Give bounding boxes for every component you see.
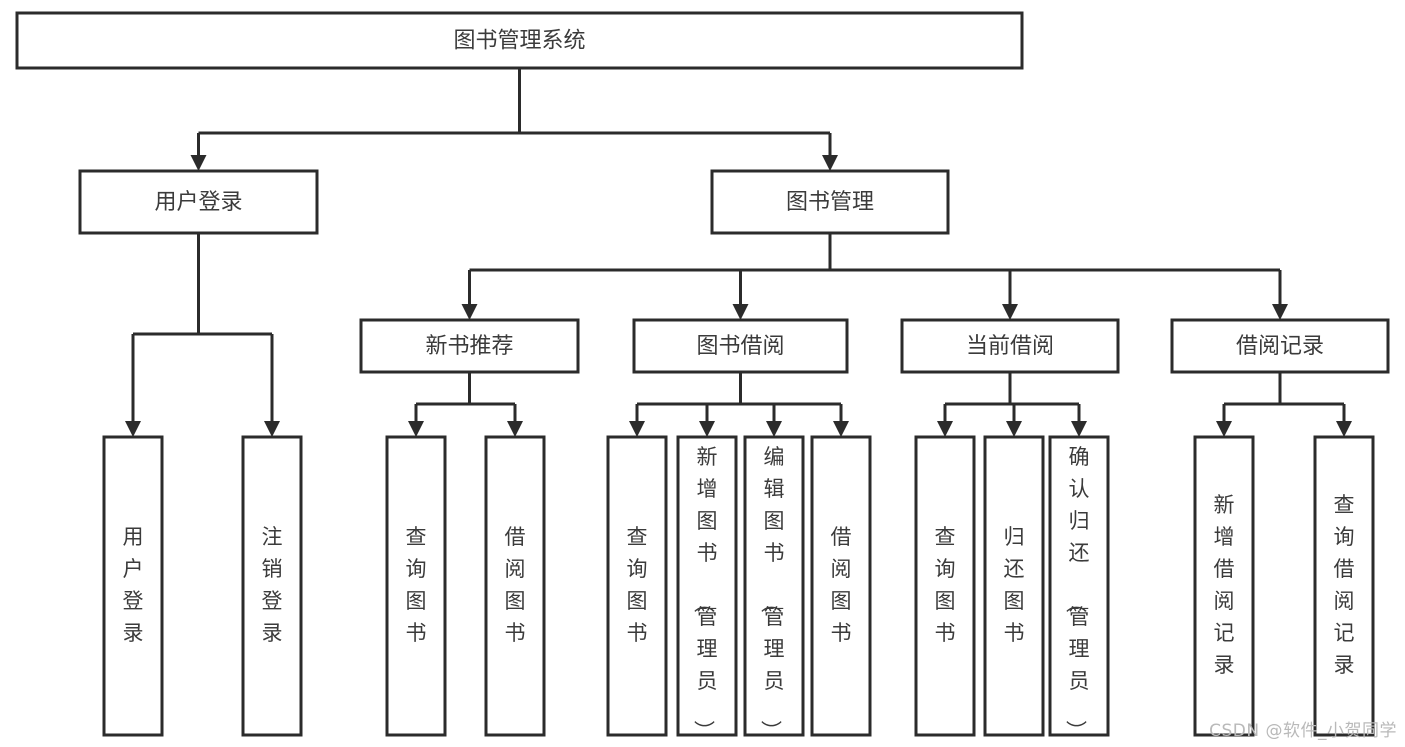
edge-group-book-manage [461, 233, 1288, 320]
node-label-leaf-cb-confirm: 确认归还（管理员） [1064, 445, 1090, 741]
edge-group-new-book-rec [408, 372, 523, 437]
node-user-login[interactable]: 用户登录 [78, 169, 319, 235]
node-label-leaf-bb-add: 新增图书（管理员） [692, 445, 718, 741]
arrow-head-icon [937, 421, 953, 437]
node-label-borrow-record: 借阅记录 [1236, 334, 1324, 359]
node-box-leaf-user-logout[interactable] [241, 435, 303, 737]
node-label-leaf-user-login: 用户登录 [123, 525, 144, 645]
node-label-root: 图书管理系统 [453, 29, 585, 54]
node-box-root[interactable] [15, 11, 1024, 70]
node-label-leaf-cb-query: 查询图书 [935, 525, 956, 645]
edges-layer [125, 68, 1352, 437]
node-label-leaf-br-query: 查询借阅记录 [1334, 493, 1355, 677]
node-root[interactable]: 图书管理系统 [15, 11, 1024, 70]
arrow-head-icon [1006, 421, 1022, 437]
node-box-current-borrow[interactable] [900, 318, 1120, 374]
node-label-leaf-rec-query: 查询图书 [406, 525, 427, 645]
node-label-new-book-rec: 新书推荐 [425, 334, 513, 359]
arrow-head-icon [125, 421, 141, 437]
node-label-leaf-rec-borrow: 借阅图书 [505, 525, 526, 645]
node-borrow-record[interactable]: 借阅记录 [1170, 318, 1390, 374]
node-leaf-bb-borrow[interactable]: 借阅图书 [810, 435, 872, 737]
node-book-borrow[interactable]: 图书借阅 [632, 318, 849, 374]
node-leaf-br-query[interactable]: 查询借阅记录 [1313, 435, 1375, 737]
node-box-leaf-br-query[interactable] [1313, 435, 1375, 737]
arrow-head-icon [461, 304, 478, 320]
node-leaf-bb-query[interactable]: 查询图书 [606, 435, 668, 737]
arrow-head-icon [766, 421, 782, 437]
arrow-head-icon [732, 304, 749, 320]
node-leaf-cb-query[interactable]: 查询图书 [914, 435, 976, 737]
node-leaf-rec-query[interactable]: 查询图书 [385, 435, 447, 737]
node-leaf-cb-return[interactable]: 归还图书 [983, 435, 1045, 737]
node-box-leaf-cb-confirm[interactable] [1048, 435, 1110, 737]
node-box-leaf-bb-add[interactable] [676, 435, 738, 737]
node-box-new-book-rec[interactable] [359, 318, 580, 374]
node-box-book-manage[interactable] [710, 169, 950, 235]
node-box-leaf-rec-query[interactable] [385, 435, 447, 737]
arrow-head-icon [699, 421, 715, 437]
edge-group-root [190, 68, 838, 171]
node-leaf-user-logout[interactable]: 注销登录 [241, 435, 303, 737]
node-label-leaf-bb-borrow: 借阅图书 [831, 525, 852, 645]
node-label-user-login: 用户登录 [154, 190, 242, 215]
arrow-head-icon [629, 421, 645, 437]
node-label-leaf-user-logout: 注销登录 [262, 525, 283, 645]
node-label-leaf-bb-query: 查询图书 [627, 525, 648, 645]
arrow-head-icon [833, 421, 849, 437]
arrow-head-icon [1002, 304, 1018, 320]
arrow-head-icon [507, 421, 523, 437]
node-box-leaf-bb-borrow[interactable] [810, 435, 872, 737]
node-box-leaf-bb-query[interactable] [606, 435, 668, 737]
arrow-head-icon [822, 155, 838, 171]
edge-group-current-borrow [937, 372, 1087, 437]
node-label-book-manage: 图书管理 [786, 190, 874, 215]
node-label-leaf-bb-edit: 编辑图书（管理员） [759, 445, 785, 741]
node-book-manage[interactable]: 图书管理 [710, 169, 950, 235]
node-leaf-bb-edit[interactable]: 编辑图书（管理员） [743, 435, 805, 741]
node-label-book-borrow: 图书借阅 [696, 334, 784, 359]
watermark-text: CSDN @软件_小贺同学 [1209, 721, 1397, 741]
node-box-borrow-record[interactable] [1170, 318, 1390, 374]
node-box-leaf-cb-query[interactable] [914, 435, 976, 737]
arrow-head-icon [264, 421, 280, 437]
node-label-leaf-br-add: 新增借阅记录 [1214, 493, 1235, 677]
edge-group-book-borrow [629, 372, 849, 437]
node-leaf-bb-add[interactable]: 新增图书（管理员） [676, 435, 738, 741]
nodes-layer: 图书管理系统用户登录图书管理新书推荐图书借阅当前借阅借阅记录用户登录注销登录查询… [15, 11, 1390, 741]
node-leaf-cb-confirm[interactable]: 确认归还（管理员） [1048, 435, 1110, 741]
edge-group-user-login [125, 233, 280, 437]
node-box-leaf-rec-borrow[interactable] [484, 435, 546, 737]
node-label-current-borrow: 当前借阅 [966, 334, 1054, 359]
arrow-head-icon [1272, 304, 1288, 320]
arrow-head-icon [190, 155, 207, 171]
node-box-leaf-bb-edit[interactable] [743, 435, 805, 737]
node-box-leaf-br-add[interactable] [1193, 435, 1255, 737]
node-new-book-rec[interactable]: 新书推荐 [359, 318, 580, 374]
node-current-borrow[interactable]: 当前借阅 [900, 318, 1120, 374]
arrow-head-icon [408, 421, 424, 437]
node-box-user-login[interactable] [78, 169, 319, 235]
arrow-head-icon [1071, 421, 1087, 437]
node-box-leaf-user-login[interactable] [102, 435, 164, 737]
node-box-leaf-cb-return[interactable] [983, 435, 1045, 737]
node-leaf-rec-borrow[interactable]: 借阅图书 [484, 435, 546, 737]
arrow-head-icon [1336, 421, 1352, 437]
node-box-book-borrow[interactable] [632, 318, 849, 374]
edge-group-borrow-record [1216, 372, 1352, 437]
arrow-head-icon [1216, 421, 1232, 437]
node-leaf-user-login[interactable]: 用户登录 [102, 435, 164, 737]
node-label-leaf-cb-return: 归还图书 [1004, 525, 1025, 645]
node-leaf-br-add[interactable]: 新增借阅记录 [1193, 435, 1255, 737]
